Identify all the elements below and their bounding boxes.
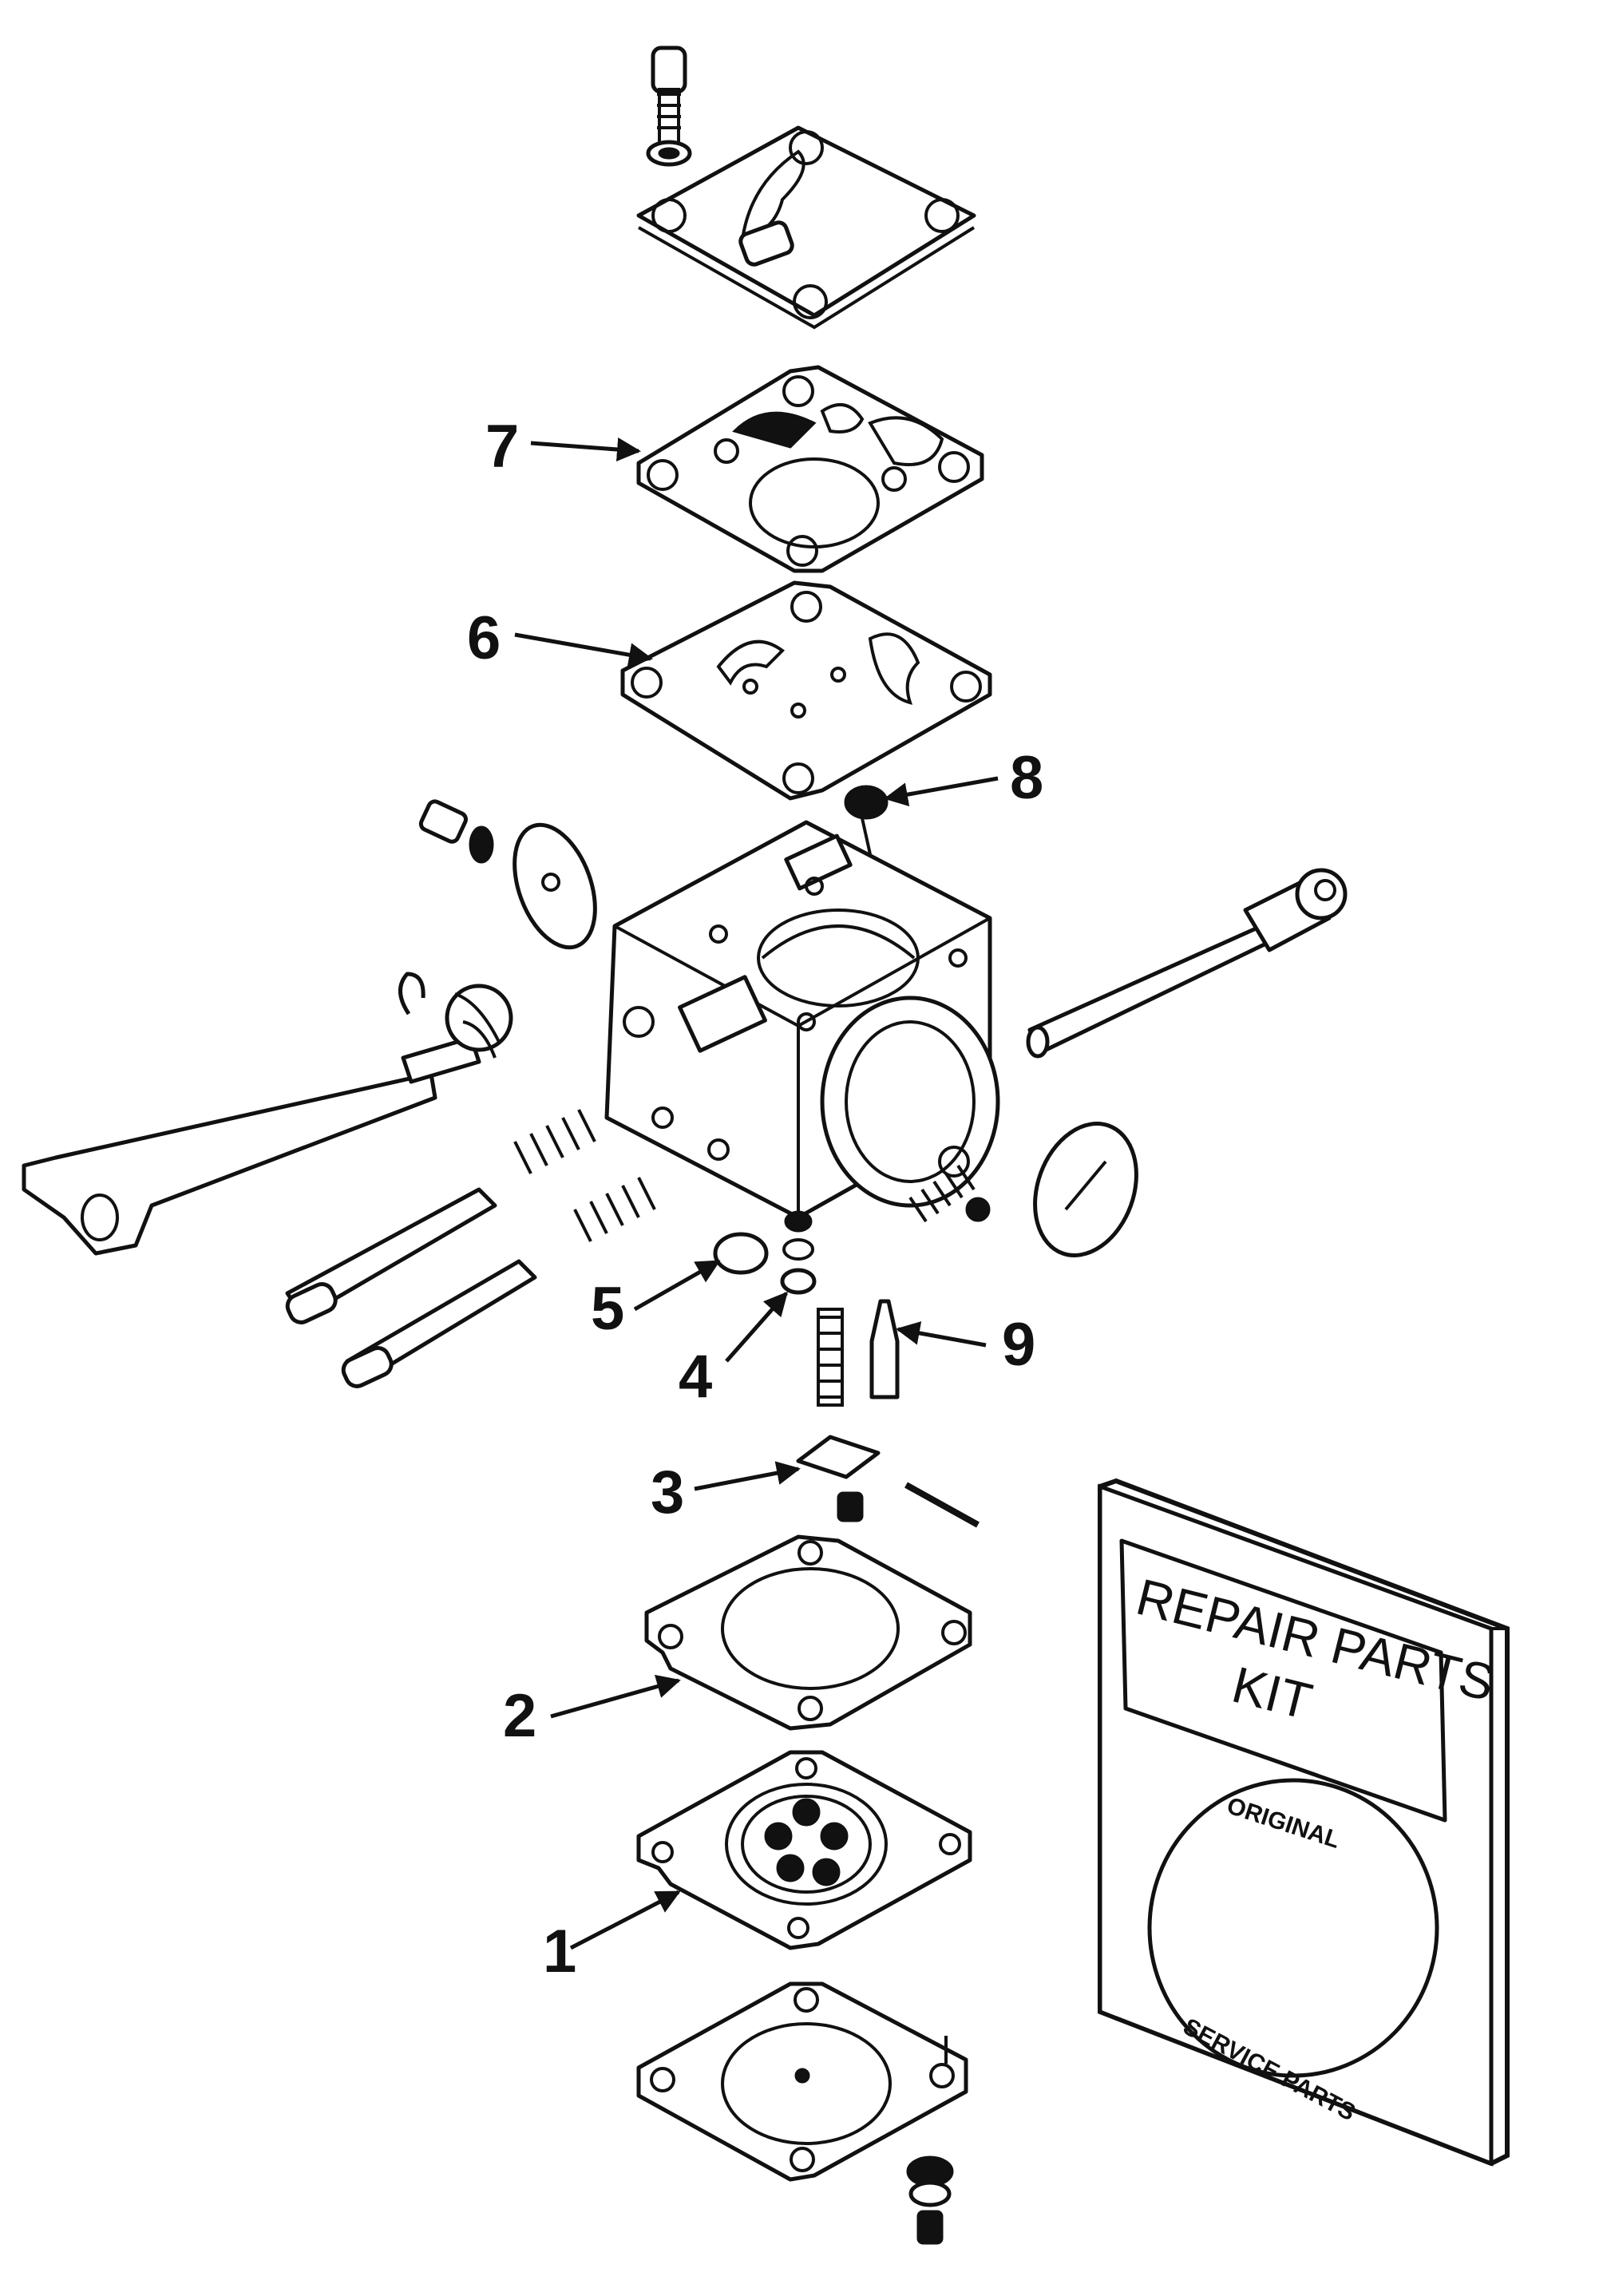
callout-9: 9 [1002,1311,1035,1379]
choke-plate [418,799,597,950]
top-cover [636,46,976,330]
diaphragm-6 [620,580,992,801]
repair-parts-kit: REPAIR PARTS KIT ORIGINAL SERVICE PARTS [1098,1478,1510,2167]
callout-numbers: 7 6 8 5 4 9 3 2 1 [467,413,1043,1985]
callout-2: 2 [503,1682,536,1750]
gasket-2 [644,1534,972,1731]
callout-4: 4 [679,1343,712,1411]
diaphragm-1 [636,1750,972,1950]
callout-8: 8 [1010,744,1043,812]
throttle-shaft [1026,868,1348,1059]
callout-3: 3 [651,1459,684,1526]
callout-5: 5 [591,1275,624,1343]
callout-7: 7 [485,413,519,481]
mixture-needles [285,1109,656,1388]
callout-leaders [514,437,999,1950]
callout-1: 1 [543,1918,576,1985]
gasket-7 [636,365,984,573]
small-parts [713,785,980,1528]
carburetor-body [604,820,1000,1220]
bottom-cover [636,1981,968,2245]
choke-shaft [22,972,513,1256]
throttle-plate [908,1122,1138,1257]
callout-6: 6 [467,604,501,672]
